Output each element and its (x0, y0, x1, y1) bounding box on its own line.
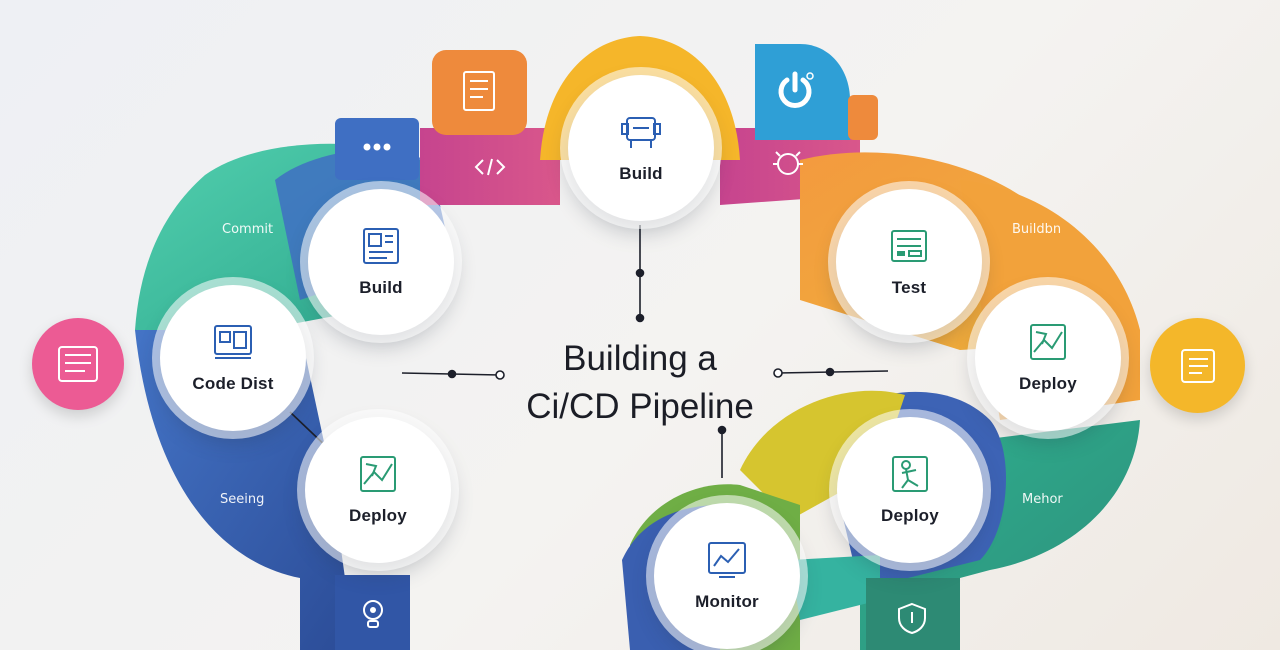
stage-label: Code Dist (192, 374, 274, 393)
stage-node-monitor[interactable]: Monitor (654, 503, 800, 649)
deploy-figure-icon (892, 456, 928, 492)
title-line-1: Building a (563, 339, 717, 378)
tile-bg-orange-top (432, 50, 527, 135)
tile-dots (350, 130, 404, 164)
segment-teal-bottom (790, 555, 880, 620)
tile-bulb (353, 592, 393, 636)
page-title: Building a Ci/CD Pipeline (500, 335, 780, 431)
stage-node-build-top[interactable]: Build (568, 75, 714, 221)
stage-label: Monitor (695, 592, 759, 611)
stage-label: Build (619, 164, 663, 183)
power-icon (778, 71, 814, 108)
label-commit: Commit (222, 222, 274, 237)
list-doc-icon (58, 346, 98, 382)
stage-label: Deploy (881, 506, 939, 525)
document-icon (463, 71, 495, 111)
build-window-icon (363, 228, 399, 264)
code-tag-icon (474, 158, 506, 176)
server-blueprint-icon (621, 117, 661, 148)
test-panel-icon (891, 230, 927, 262)
title-line-2: Ci/CD Pipeline (526, 387, 754, 426)
tile-bg-orange-top-right (848, 95, 878, 140)
stage-label: Test (891, 278, 927, 297)
bug-icon (773, 151, 803, 175)
dots-icon (363, 143, 391, 151)
stage-node-deploy-bottom[interactable]: Deploy (837, 417, 983, 563)
tile-bug (765, 142, 811, 184)
stage-node-code-dist[interactable]: Code Dist (160, 285, 306, 431)
stage-label: Build (359, 278, 403, 297)
code-dist-icon (214, 325, 252, 359)
stage-label: Deploy (349, 506, 407, 525)
label-buildbn: Buildbn (1012, 222, 1062, 237)
monitor-chart-icon (708, 542, 746, 578)
tile-bg-cyan-top (755, 44, 850, 140)
label-mehor: Mehor (1022, 492, 1063, 507)
checklist-icon (1180, 348, 1215, 383)
label-seeing: Seeing (220, 492, 265, 507)
tile-document-top (448, 60, 510, 122)
bulb-icon (363, 600, 383, 628)
tile-code-tag (465, 150, 515, 184)
deploy-map-icon (360, 456, 396, 492)
stage-node-deploy-right[interactable]: Deploy (975, 285, 1121, 431)
tile-pink-left (32, 318, 124, 410)
shield-icon (898, 602, 926, 635)
stage-label: Deploy (1019, 374, 1077, 393)
stage-node-test[interactable]: Test (836, 189, 982, 335)
deploy-map-icon (1030, 324, 1066, 360)
stage-node-deploy-left[interactable]: Deploy (305, 417, 451, 563)
segment-yellow-bottom (740, 390, 905, 520)
tile-power-top (765, 60, 825, 120)
tile-yellow-right (1150, 318, 1245, 413)
tile-shield (888, 596, 936, 640)
stage-node-build-left[interactable]: Build (308, 189, 454, 335)
